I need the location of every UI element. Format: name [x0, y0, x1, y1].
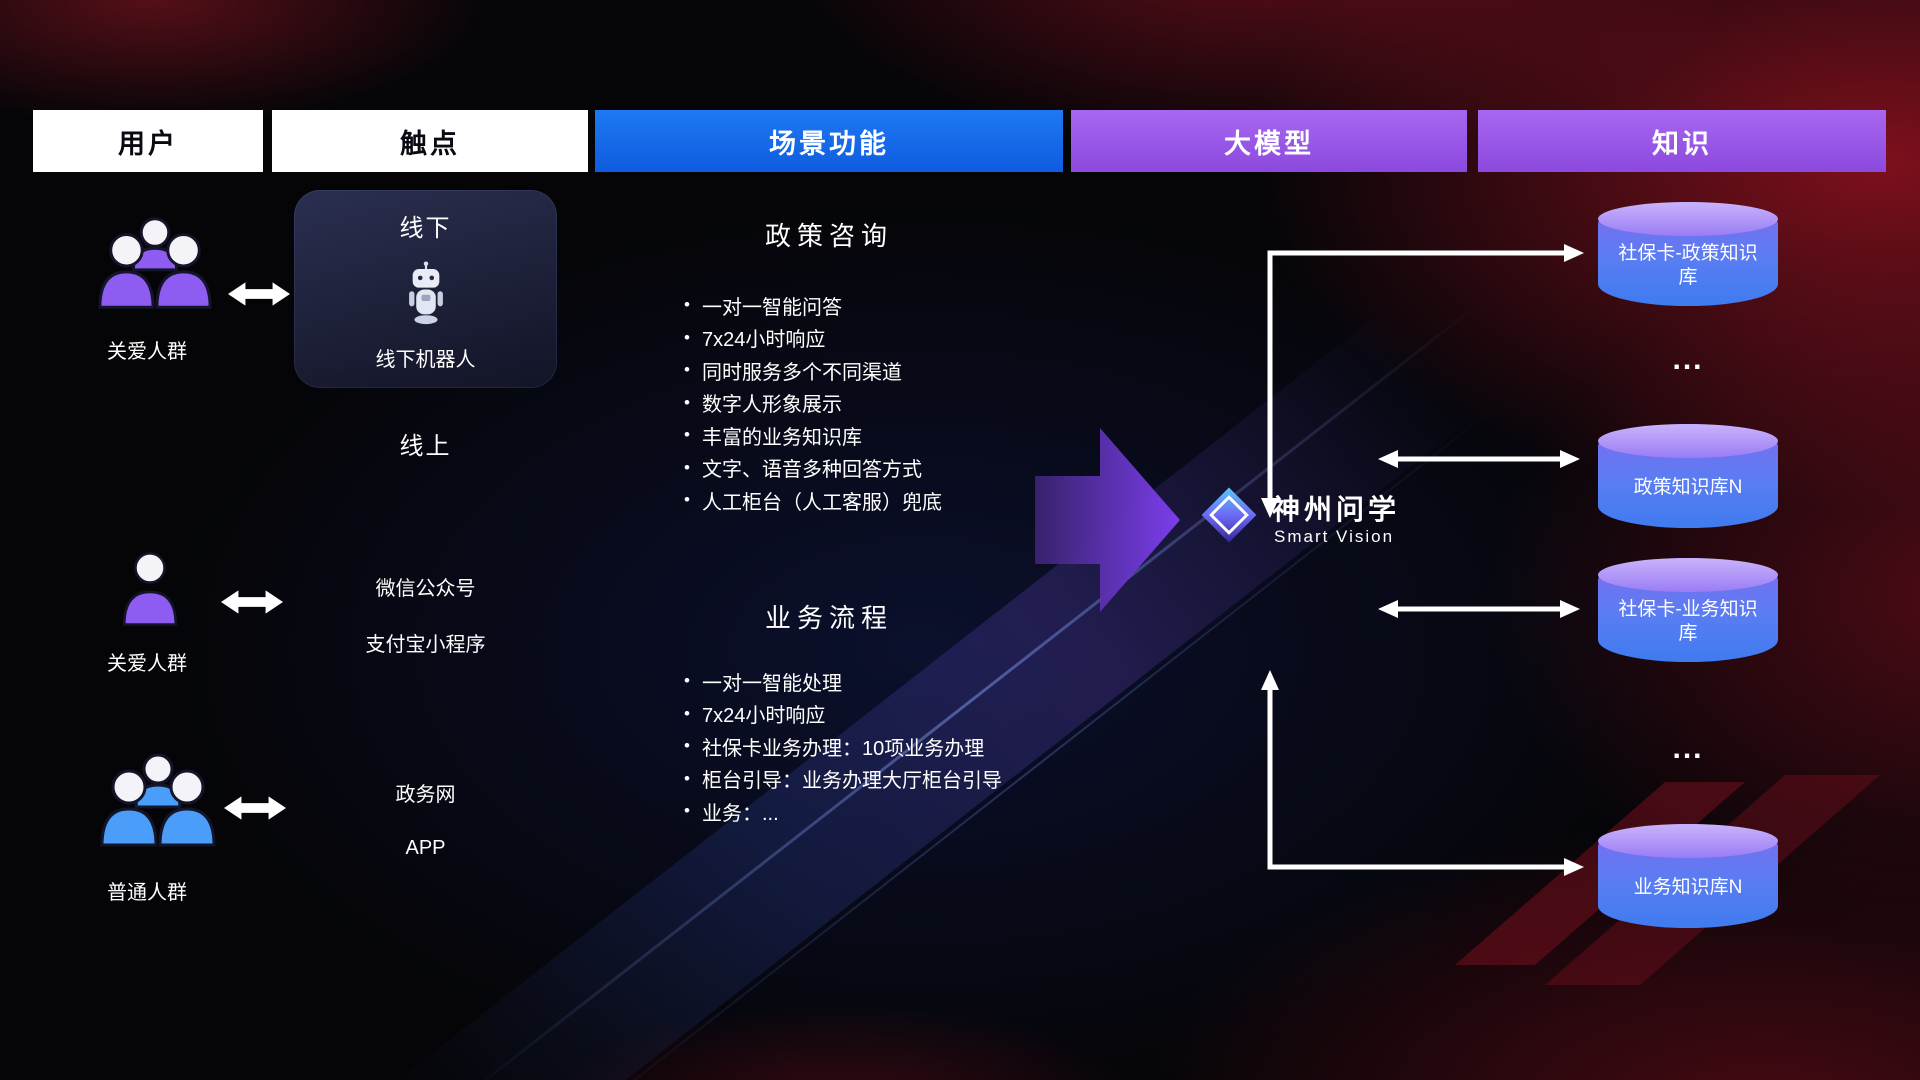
policy-section-title: 政策咨询 [764, 221, 893, 251]
user-group-1-label: 关爱人群 [107, 341, 187, 363]
header-col-scene: 场景功能 [595, 110, 1063, 172]
touchpoint-wechat: 微信公众号 [375, 578, 476, 600]
offline-title: 线下 [399, 215, 452, 242]
users-group-blue-icon [100, 753, 216, 847]
ellipsis-dots: ... [1672, 343, 1704, 376]
business-feature-list: 一对一智能处理 7x24小时响应 社保卡业务办理：10项业务办理 柜台引导：业务… [684, 665, 1002, 828]
header-label: 知识 [1652, 128, 1712, 159]
brand-logo-icon [1201, 487, 1257, 543]
exchange-arrow-icon [224, 796, 286, 820]
list-item: 文字、语音多种回答方式 [684, 452, 942, 485]
touchpoint-gov-web: 政务网 [395, 784, 456, 806]
header-col-model: 大模型 [1071, 110, 1467, 172]
exchange-arrow-icon [228, 282, 290, 306]
db-label: 社保卡-政策知识库 [1618, 243, 1758, 288]
list-item: 丰富的业务知识库 [684, 419, 942, 452]
header-label: 触点 [400, 128, 460, 159]
user-group-3-label: 普通人群 [107, 882, 187, 904]
list-item: 同时服务多个不同渠道 [684, 354, 942, 387]
db-label: 政策知识库N [1633, 477, 1743, 498]
db-label: 业务知识库N [1633, 877, 1743, 898]
list-item: 社保卡业务办理：10项业务办理 [684, 730, 1002, 763]
knowledge-db-policy-n: 政策知识库N [1598, 424, 1778, 528]
person-purple-icon [122, 552, 178, 626]
touchpoint-alipay: 支付宝小程序 [365, 634, 486, 656]
knowledge-db-policy-ssc: 社保卡-政策知识库 [1598, 202, 1778, 306]
db-label: 社保卡-业务知识库 [1618, 599, 1758, 644]
list-item: 7x24小时响应 [684, 698, 1002, 731]
policy-feature-list: 一对一智能问答 7x24小时响应 同时服务多个不同渠道 数字人形象展示 丰富的业… [684, 289, 942, 517]
exchange-arrow-icon [221, 590, 283, 614]
ellipsis-dots: ... [1672, 732, 1704, 765]
business-section-title: 业务流程 [764, 603, 893, 633]
robot-icon [408, 261, 443, 325]
touchpoint-app: APP [405, 837, 446, 859]
knowledge-db-business-n: 业务知识库N [1598, 824, 1778, 928]
header-label: 大模型 [1224, 128, 1314, 159]
offline-touchpoint-card: 线下 线下机器人 [294, 190, 557, 388]
list-item: 一对一智能问答 [684, 289, 942, 322]
header-col-user: 用户 [33, 110, 263, 172]
knowledge-db-business-ssc: 社保卡-业务知识库 [1598, 558, 1778, 662]
list-item: 业务：... [684, 795, 1002, 828]
list-item: 柜台引导：业务办理大厅柜台引导 [684, 763, 1002, 796]
list-item: 数字人形象展示 [684, 387, 942, 420]
header-col-knowledge: 知识 [1478, 110, 1886, 172]
user-group-2-label: 关爱人群 [107, 653, 187, 675]
brand-name: 神州问学 [1272, 494, 1401, 525]
offline-robot-label: 线下机器人 [375, 349, 476, 371]
list-item: 一对一智能处理 [684, 665, 1002, 698]
header-col-touchpoint: 触点 [272, 110, 588, 172]
brand-subtitle: Smart Vision [1274, 527, 1395, 546]
header-label: 场景功能 [769, 128, 889, 159]
list-item: 人工柜台（人工客服）兜底 [684, 484, 942, 517]
list-item: 7x24小时响应 [684, 322, 942, 355]
users-group-purple-icon [98, 217, 212, 309]
online-title: 线上 [399, 433, 452, 460]
header-label: 用户 [118, 128, 178, 159]
